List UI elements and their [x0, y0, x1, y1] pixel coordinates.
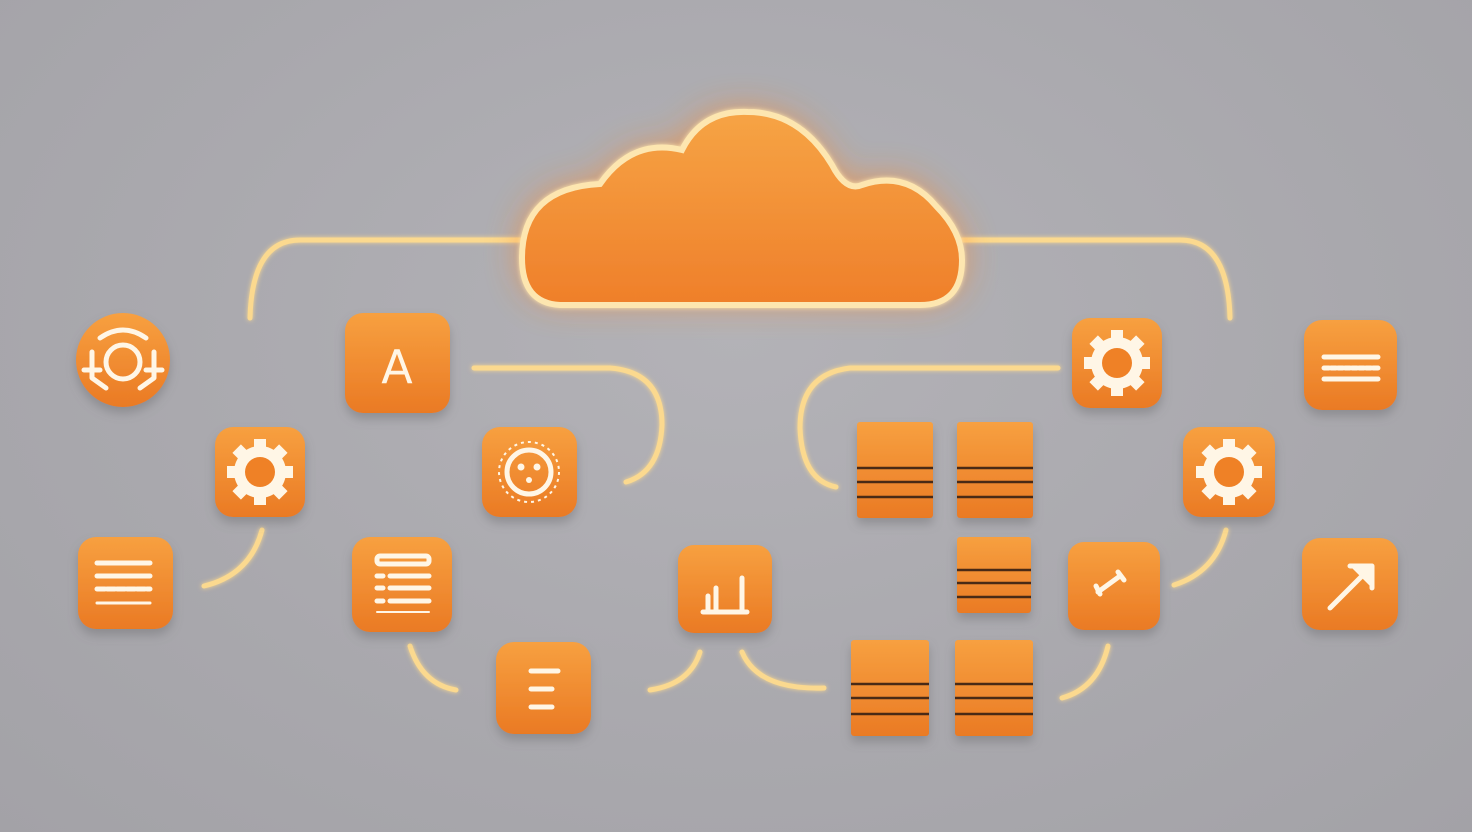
- tile-wrench[interactable]: [1068, 542, 1160, 630]
- wire: [1171, 527, 1229, 588]
- server-stack[interactable]: [957, 422, 1033, 518]
- tile-network-circle[interactable]: [76, 313, 170, 407]
- list-icon: [94, 560, 153, 605]
- tile-dashes[interactable]: [1304, 320, 1397, 410]
- letter-a-icon: A: [381, 340, 413, 394]
- gear-icon: [1196, 439, 1262, 505]
- wire: [1059, 643, 1111, 701]
- tile-document-list[interactable]: [352, 537, 452, 632]
- tile-list[interactable]: [78, 537, 173, 629]
- server-stack[interactable]: [851, 640, 929, 736]
- tile-arrow[interactable]: [1302, 538, 1398, 630]
- tile-gear-right[interactable]: [1183, 427, 1275, 517]
- sun-face-icon: [498, 441, 560, 503]
- server-stack[interactable]: [957, 537, 1031, 613]
- document-list-icon: [374, 553, 432, 613]
- wire: [797, 365, 1061, 490]
- bar-chart-icon: [700, 575, 750, 615]
- wire: [471, 365, 665, 485]
- tile-sun-face[interactable]: [482, 427, 577, 517]
- server-stack[interactable]: [857, 422, 933, 518]
- server-stack[interactable]: [955, 640, 1033, 736]
- tile-gear-top-right[interactable]: [1072, 318, 1162, 408]
- wire-cloud-right: [959, 237, 1233, 321]
- arrow-up-right-icon: [1327, 563, 1375, 611]
- three-bars-icon: [528, 668, 561, 710]
- wire-cloud-left: [247, 237, 525, 321]
- gear-icon: [227, 439, 293, 505]
- network-circle-icon: [81, 327, 165, 391]
- wrench-icon: [1093, 569, 1127, 597]
- wire: [407, 643, 459, 693]
- tile-bar-chart[interactable]: [678, 545, 772, 633]
- wire: [201, 527, 265, 589]
- tile-three-bars[interactable]: [496, 642, 591, 734]
- dashes-icon: [1321, 354, 1381, 382]
- wire: [647, 649, 703, 693]
- gear-icon: [1084, 330, 1150, 396]
- cloud-icon[interactable]: [518, 108, 966, 308]
- wire: [739, 649, 827, 691]
- tile-gear[interactable]: [215, 427, 305, 517]
- tile-letter-a[interactable]: A: [345, 313, 450, 413]
